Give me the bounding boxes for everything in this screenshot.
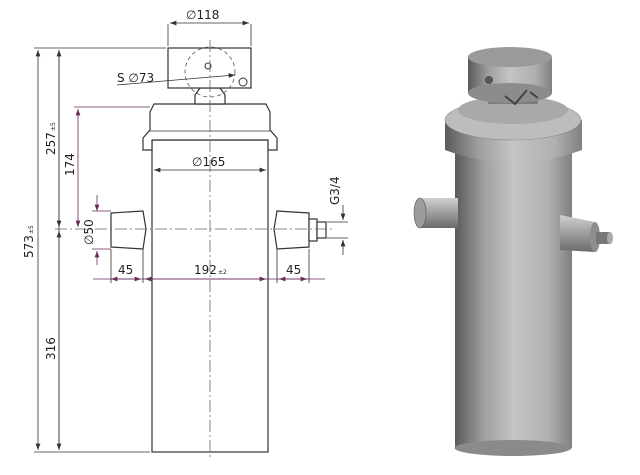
side-view: ∅118 S ∅73 ∅165 45 192 ±2 45 573±5 257±5…: [22, 8, 348, 460]
top-cap: [167, 47, 252, 89]
dim-upper-length: 257: [44, 132, 58, 155]
port-fitting: [316, 221, 327, 239]
dim-port-span-tol: ±2: [218, 269, 227, 276]
dim-port-thread: G3/4: [328, 176, 342, 205]
valve-icon: [238, 77, 248, 87]
dim-port-left-offset: 45: [118, 263, 133, 277]
valve-3d-icon: [504, 89, 539, 106]
dim-total-length-tol: ±5: [28, 225, 35, 234]
ball-joint: [184, 46, 236, 98]
3d-render: [413, 47, 613, 456]
grease-nipple-icon: [204, 62, 212, 70]
port-left: [110, 210, 147, 250]
port-right: [273, 210, 310, 250]
dim-head-to-port: 174: [63, 153, 77, 176]
dim-body-diameter: ∅165: [192, 155, 225, 169]
dim-port-diameter: ∅50: [82, 219, 96, 245]
dim-cap-diameter: ∅118: [186, 8, 219, 22]
grease-nipple-3d-icon: [485, 76, 493, 84]
dim-ball-diameter: S ∅73: [117, 71, 154, 85]
dim-total-length: 573: [22, 235, 36, 258]
dim-upper-length-tol: ±5: [50, 122, 57, 131]
dim-port-right-offset: 45: [286, 263, 301, 277]
dim-port-span: 192: [194, 263, 217, 277]
dim-lower-length: 316: [44, 337, 58, 360]
